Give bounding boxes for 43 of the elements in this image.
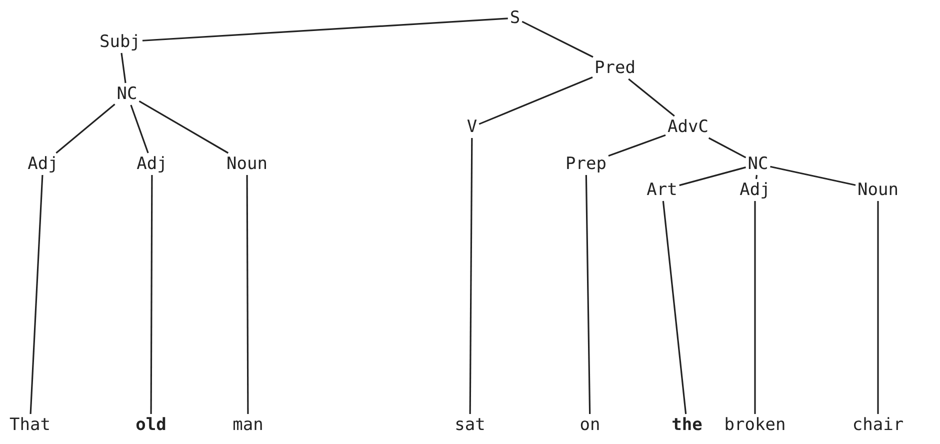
tree-branch-line — [708, 137, 746, 158]
category-label: Subj — [98, 31, 142, 53]
tree-branch-line — [585, 174, 591, 414]
category-label: Adj — [738, 179, 772, 201]
word-label: on — [578, 414, 602, 436]
tree-branch-line — [608, 134, 666, 157]
word-label: That — [8, 414, 52, 436]
tree-branch-line — [679, 166, 746, 186]
tree-branch-line — [30, 174, 44, 414]
tree-branch-line — [130, 104, 149, 154]
tree-branch-line — [142, 18, 508, 42]
category-label: Pred — [592, 57, 638, 79]
tree-branch-line — [755, 174, 758, 180]
word-label: the — [670, 414, 704, 436]
tree-branch-line — [770, 166, 856, 186]
category-label: Art — [644, 179, 680, 201]
category-label: Prep — [564, 153, 608, 175]
word-label: broken — [722, 414, 788, 436]
tree-branch-line — [754, 201, 756, 414]
tree-branch-line — [469, 138, 473, 414]
word-label: old — [134, 414, 168, 436]
word-label: man — [230, 414, 266, 436]
tree-branch-line — [628, 78, 675, 117]
tree-branch-line — [150, 175, 153, 414]
tree-branch-line — [246, 175, 249, 414]
tree-branch-line — [120, 52, 126, 84]
category-label: Noun — [856, 179, 900, 201]
category-label: Noun — [224, 153, 270, 175]
tree-branch-line — [877, 201, 879, 414]
word-label: chair — [850, 414, 906, 436]
tree-branch-line — [56, 104, 116, 154]
category-label: Adj — [26, 153, 60, 175]
category-label: AdvC — [666, 116, 710, 138]
tree-branch-line — [662, 200, 687, 414]
word-label: sat — [452, 414, 488, 436]
category-label: NC — [114, 83, 140, 105]
tree-branch-line — [478, 76, 593, 125]
category-label: Adj — [134, 153, 170, 175]
tree-branch-line — [522, 20, 594, 58]
tree-branch-line — [138, 100, 229, 154]
category-label: V — [464, 116, 480, 138]
category-label: NC — [746, 153, 770, 175]
category-label: S — [508, 7, 522, 29]
